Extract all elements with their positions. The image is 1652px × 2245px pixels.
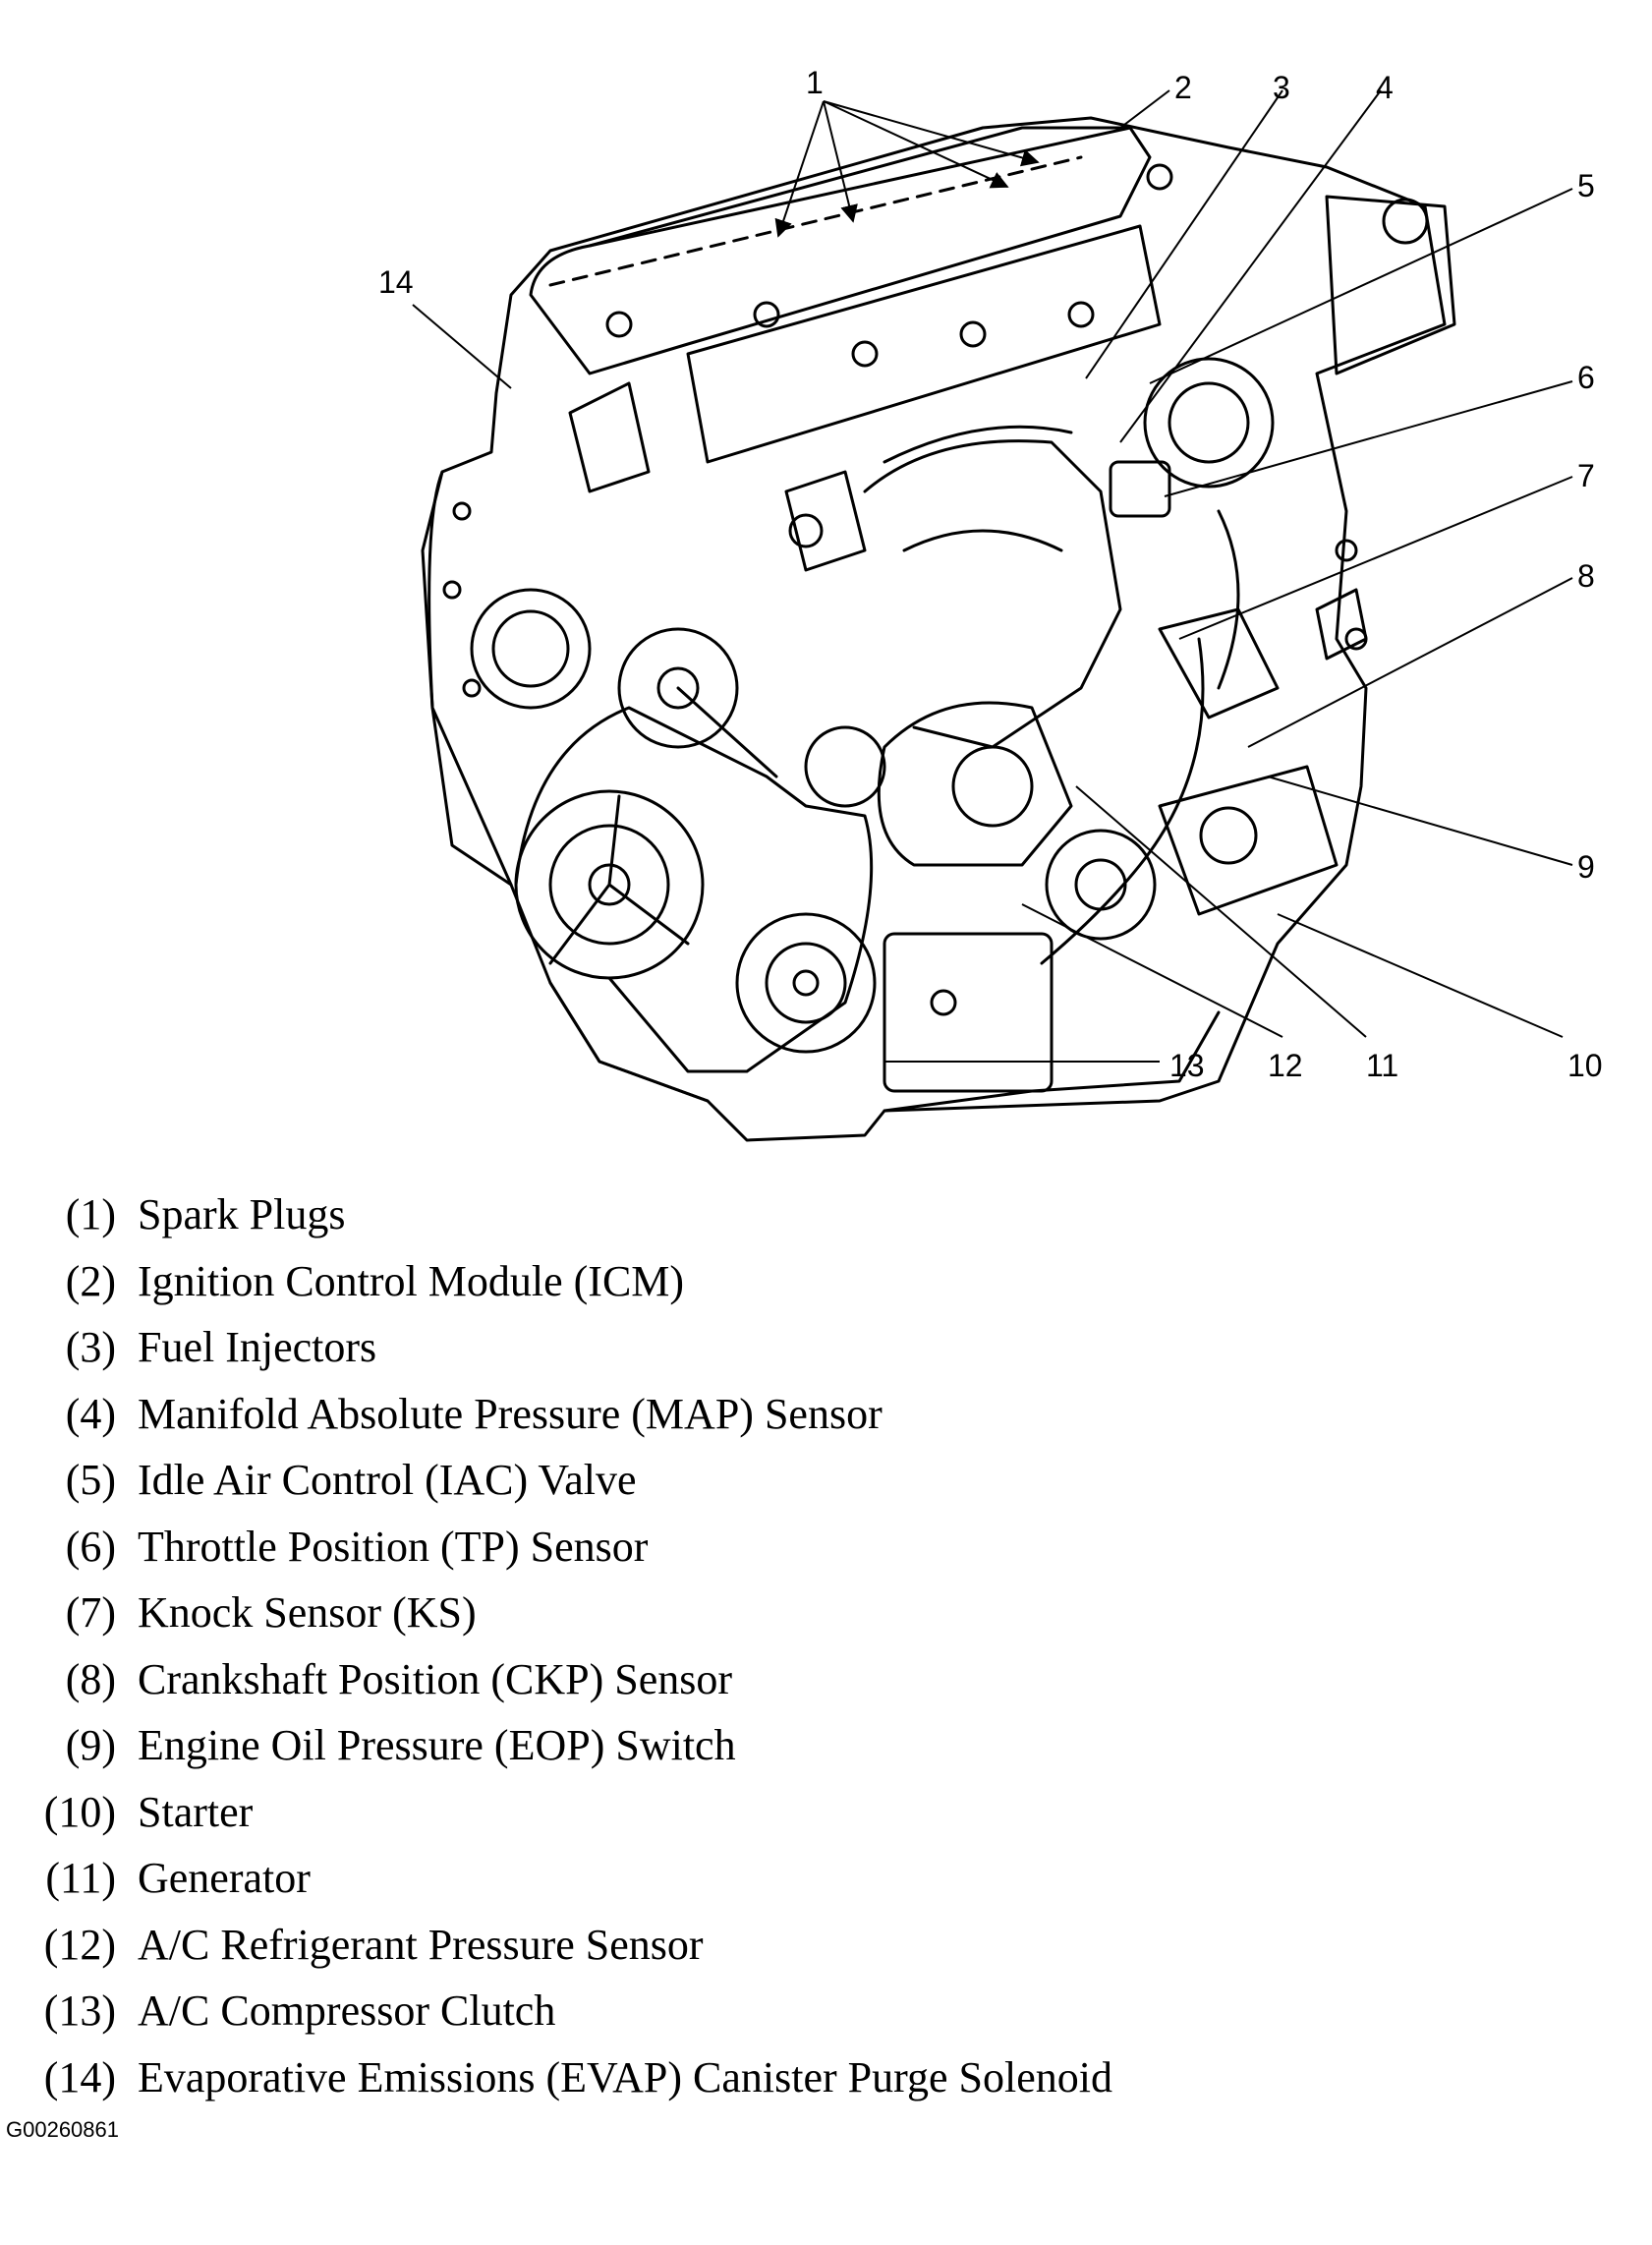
legend-label: Idle Air Control (IAC) Valve xyxy=(138,1456,637,1504)
legend-number: (7) xyxy=(65,1588,116,1637)
legend-number: (6) xyxy=(65,1522,116,1571)
legend-label: Spark Plugs xyxy=(138,1190,346,1238)
callout-4: 4 xyxy=(1376,70,1394,105)
legend-label: Fuel Injectors xyxy=(138,1323,377,1371)
legend-label: Starter xyxy=(138,1787,254,1836)
legend-number: (1) xyxy=(65,1190,116,1238)
legend-item-1: (1) Spark Plugs xyxy=(39,1181,1612,1248)
engine-illustration xyxy=(421,116,1456,1142)
legend-label: Ignition Control Module (ICM) xyxy=(138,1256,685,1305)
legend-label: Throttle Position (TP) Sensor xyxy=(138,1522,649,1571)
callout-11: 11 xyxy=(1366,1048,1398,1083)
callout-3: 3 xyxy=(1273,70,1290,105)
legend-item-14: (14) Evaporative Emissions (EVAP) Caniste… xyxy=(39,2044,1612,2111)
legend-label: Generator xyxy=(138,1854,311,1902)
legend-label: Manifold Absolute Pressure (MAP) Sensor xyxy=(138,1389,883,1438)
legend-number: (12) xyxy=(43,1920,116,1969)
figure-id: G00260861 xyxy=(6,2117,119,2142)
legend-item-7: (7) Knock Sensor (KS) xyxy=(39,1580,1612,1646)
legend-label: Evaporative Emissions (EVAP) Canister Pu… xyxy=(138,2052,1112,2101)
engine-diagram: 1 2 3 4 5 6 7 8 9 10 11 12 13 14 xyxy=(378,65,1603,1142)
legend-item-4: (4) Manifold Absolute Pressure (MAP) Sens… xyxy=(39,1381,1612,1448)
callout-13: 13 xyxy=(1169,1048,1205,1083)
callout-14: 14 xyxy=(378,264,414,300)
callout-numbers: 1 2 3 4 5 6 7 8 9 10 11 12 13 14 xyxy=(378,65,1603,1083)
legend-number: (11) xyxy=(45,1854,116,1902)
legend-number: (9) xyxy=(65,1721,116,1769)
legend-item-8: (8) Crankshaft Position (CKP) Sensor xyxy=(39,1646,1612,1713)
callout-2: 2 xyxy=(1174,70,1192,105)
callout-1: 1 xyxy=(806,65,824,100)
legend-item-3: (3) Fuel Injectors xyxy=(39,1314,1612,1381)
legend-label: Engine Oil Pressure (EOP) Switch xyxy=(138,1721,736,1769)
legend-label: A/C Refrigerant Pressure Sensor xyxy=(138,1920,704,1969)
legend-label: Crankshaft Position (CKP) Sensor xyxy=(138,1654,732,1703)
legend-item-2: (2) Ignition Control Module (ICM) xyxy=(39,1248,1612,1315)
callout-5: 5 xyxy=(1577,168,1595,203)
legend-number: (5) xyxy=(65,1456,116,1504)
legend-item-9: (9) Engine Oil Pressure (EOP) Switch xyxy=(39,1712,1612,1779)
callout-6: 6 xyxy=(1577,360,1595,395)
legend-item-5: (5) Idle Air Control (IAC) Valve xyxy=(39,1447,1612,1514)
callout-10: 10 xyxy=(1567,1048,1603,1083)
legend-item-12: (12) A/C Refrigerant Pressure Sensor xyxy=(39,1912,1612,1979)
legend-item-13: (13) A/C Compressor Clutch xyxy=(39,1978,1612,2044)
parts-legend: (1) Spark Plugs (2) Ignition Control Modul… xyxy=(39,1181,1612,2110)
legend-number: (14) xyxy=(43,2052,116,2101)
legend-number: (13) xyxy=(43,1986,116,2035)
leader-lines xyxy=(412,89,1573,1063)
legend-item-10: (10) Starter xyxy=(39,1779,1612,1846)
legend-label: A/C Compressor Clutch xyxy=(138,1986,556,2035)
callout-9: 9 xyxy=(1577,849,1595,885)
legend-number: (3) xyxy=(65,1323,116,1371)
legend-item-11: (11) Generator xyxy=(39,1845,1612,1912)
legend-number: (10) xyxy=(43,1787,116,1836)
legend-number: (8) xyxy=(65,1654,116,1703)
legend-number: (4) xyxy=(65,1389,116,1438)
legend-item-6: (6) Throttle Position (TP) Sensor xyxy=(39,1514,1612,1581)
callout-7: 7 xyxy=(1577,458,1595,493)
callout-8: 8 xyxy=(1577,558,1595,594)
callout-12: 12 xyxy=(1268,1048,1303,1083)
legend-number: (2) xyxy=(65,1256,116,1305)
legend-label: Knock Sensor (KS) xyxy=(138,1588,477,1637)
